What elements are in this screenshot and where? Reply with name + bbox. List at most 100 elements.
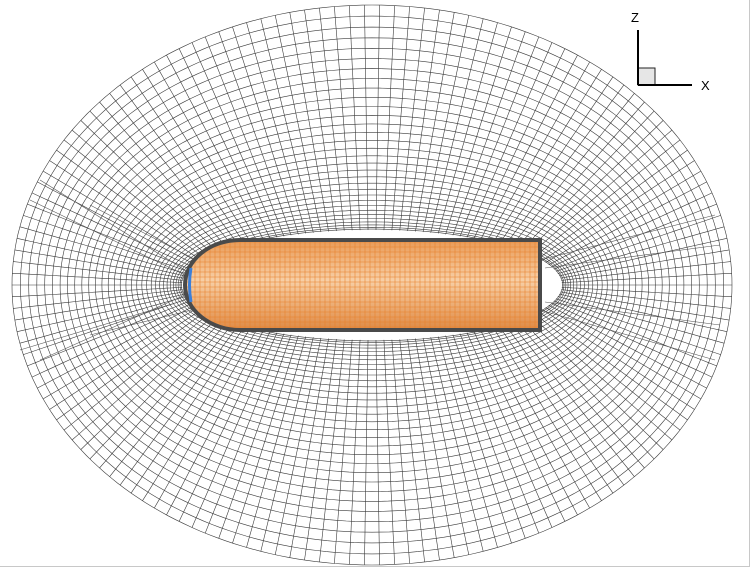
mesh-radial (555, 298, 721, 355)
mesh-radial (16, 293, 185, 332)
mesh-radial (142, 327, 252, 501)
mesh-radial (561, 289, 731, 309)
mesh-radial (548, 304, 707, 389)
mesh-radial (12, 273, 183, 284)
mesh-radial (498, 325, 614, 494)
mesh-radial (452, 31, 526, 236)
mesh-radial (12, 286, 183, 297)
mesh-radial (407, 338, 440, 561)
mesh-radial (289, 12, 329, 232)
mesh-radial (473, 48, 566, 239)
block-boundary-line (19, 299, 186, 351)
mesh-radial (27, 203, 191, 270)
mesh-radial (542, 309, 695, 410)
mesh-radial (437, 22, 498, 234)
mesh-radial (430, 18, 484, 233)
mesh-radial (480, 330, 578, 516)
mesh-radial (109, 93, 234, 248)
mesh-radial (63, 139, 210, 257)
mesh-radial (430, 337, 484, 552)
block-boundary-line (29, 199, 186, 276)
mesh-radial (551, 302, 713, 378)
mesh-radial (178, 331, 271, 522)
mesh-radial (27, 300, 191, 367)
mesh-radial (391, 339, 410, 564)
mesh-radial (375, 340, 380, 565)
mesh-radial (560, 249, 730, 279)
mesh-radial (37, 304, 196, 389)
block-boundary-line (89, 204, 201, 263)
mesh-radial (557, 296, 725, 344)
z-axis-label: Z (631, 10, 639, 25)
mesh-radial (246, 22, 307, 234)
mesh-radial (23, 215, 189, 272)
mesh-radial (559, 293, 728, 332)
mesh-radial (334, 6, 353, 231)
mesh-radial (166, 330, 264, 516)
mesh-radial (459, 36, 540, 237)
mesh-radial (555, 215, 721, 272)
mesh-radial (289, 338, 329, 558)
mesh-radial (383, 339, 395, 565)
mesh-radial (260, 18, 314, 233)
mesh-radial (466, 332, 553, 528)
mesh-radial (154, 61, 258, 242)
mesh-radial (130, 76, 246, 245)
mesh-radial (42, 170, 199, 263)
mesh-radial (542, 160, 695, 261)
mesh-radial (534, 139, 681, 257)
mesh-radial (445, 335, 512, 544)
mesh-radial (538, 311, 688, 421)
mesh-radial (520, 110, 655, 252)
mesh-radial (154, 328, 258, 509)
mesh-radial (473, 331, 566, 522)
mesh-radial (391, 6, 410, 231)
mesh-radial (486, 328, 590, 509)
mesh-radial (561, 286, 732, 297)
mesh-radial (109, 322, 234, 477)
mesh-radial (56, 311, 206, 421)
mesh-radial (204, 36, 285, 237)
mesh-radial (204, 333, 285, 534)
mesh-radial (534, 313, 681, 431)
axes-triad: Z X (631, 10, 710, 93)
mesh-radial (504, 324, 625, 486)
mesh-radial (349, 5, 361, 231)
mesh-radial (49, 160, 202, 261)
block-boundary-line (539, 309, 716, 361)
mesh-radial (14, 249, 184, 279)
mesh-radial (399, 339, 425, 563)
triad-cube (637, 67, 656, 86)
mesh-radial (466, 42, 553, 238)
mesh-radial (89, 318, 224, 460)
block-boundary-line (539, 214, 716, 261)
mesh-radial (422, 15, 470, 233)
mesh-radial (551, 192, 713, 268)
mesh-radial (445, 26, 512, 235)
mesh-radial (349, 339, 361, 565)
mesh-radial (142, 69, 252, 243)
nose-highlight (188, 267, 193, 303)
mesh-radial (452, 334, 526, 539)
mesh-radial (63, 313, 210, 431)
mesh-radial (130, 325, 246, 494)
mesh-radial (232, 26, 299, 235)
block-boundary-line (544, 301, 721, 326)
mesh-radial (486, 61, 590, 242)
block-boundary-line (39, 294, 186, 361)
mesh-radial (56, 149, 206, 259)
mesh-radial (49, 309, 202, 410)
mesh-radial (407, 9, 440, 232)
mesh-radial (364, 5, 369, 230)
mesh-radial (383, 5, 395, 231)
mesh-radial (480, 54, 578, 240)
mesh-radial (561, 261, 731, 281)
mesh-radial (31, 302, 193, 378)
block-boundary-line (39, 179, 186, 271)
x-axis-label: X (701, 78, 710, 93)
mesh-radial (399, 7, 425, 231)
mesh-radial (548, 181, 707, 266)
mesh-radial (274, 337, 322, 555)
